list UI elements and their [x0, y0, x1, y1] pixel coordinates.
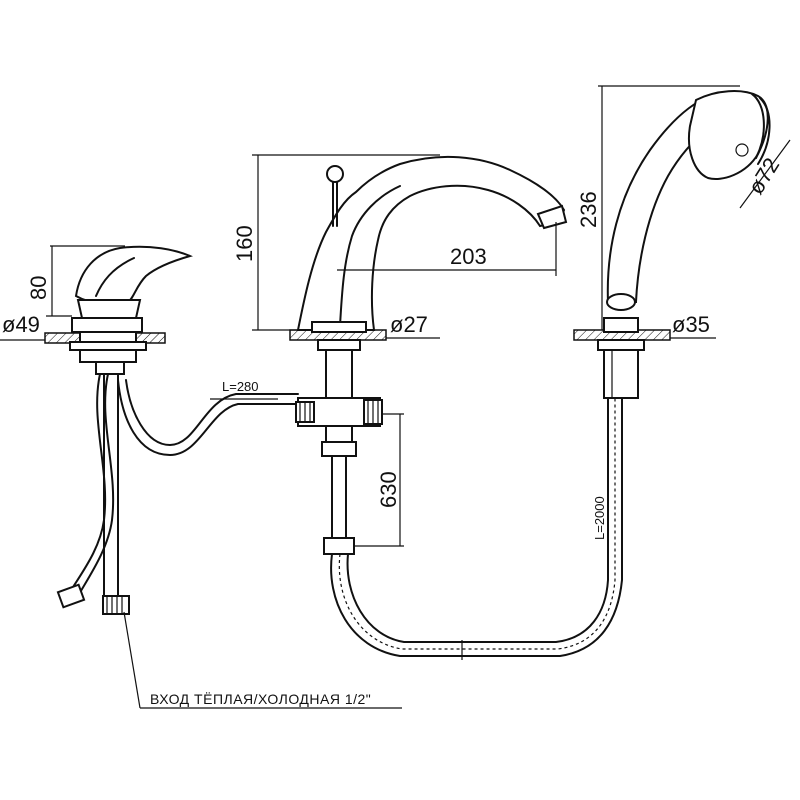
dim-handle-diameter: ø49: [0, 312, 45, 341]
dim-spout-diameter: ø27: [386, 312, 440, 339]
dim-handle-height: 80: [26, 245, 125, 317]
dim-handle-diameter-label: ø49: [2, 312, 40, 337]
inlet-note-label: ВХОД ТЁПЛАЯ/ХОЛОДНАЯ 1/2": [150, 691, 371, 707]
hand-shower-assembly: [573, 90, 771, 399]
dim-shower-height: 236: [576, 85, 740, 330]
dim-diverter-depth: 630: [354, 413, 404, 547]
short-hose-length-label: L=280: [222, 379, 259, 394]
dim-spout-diameter-label: ø27: [390, 312, 428, 337]
handle-assembly: [44, 245, 193, 615]
dim-spout-reach: 203: [337, 222, 557, 276]
dim-diverter-depth-label: 630: [376, 471, 401, 508]
dim-shower-base-diameter: ø35: [670, 312, 716, 339]
dim-shower-base-diameter-label: ø35: [672, 312, 710, 337]
dim-spout-height-label: 160: [232, 225, 257, 262]
shower-hose-length-label: L=2000: [592, 496, 607, 540]
dim-spout-reach-label: 203: [450, 244, 487, 269]
dim-handle-height-label: 80: [26, 276, 51, 300]
spout-assembly: [289, 155, 568, 555]
dim-shower-height-label: 236: [576, 191, 601, 228]
short-hose: L=280: [117, 379, 299, 456]
shower-hose: L=2000: [330, 397, 623, 660]
inlet-note: ВХОД ТЁПЛАЯ/ХОЛОДНАЯ 1/2": [123, 611, 402, 709]
dim-spout-height: 160: [232, 154, 440, 331]
